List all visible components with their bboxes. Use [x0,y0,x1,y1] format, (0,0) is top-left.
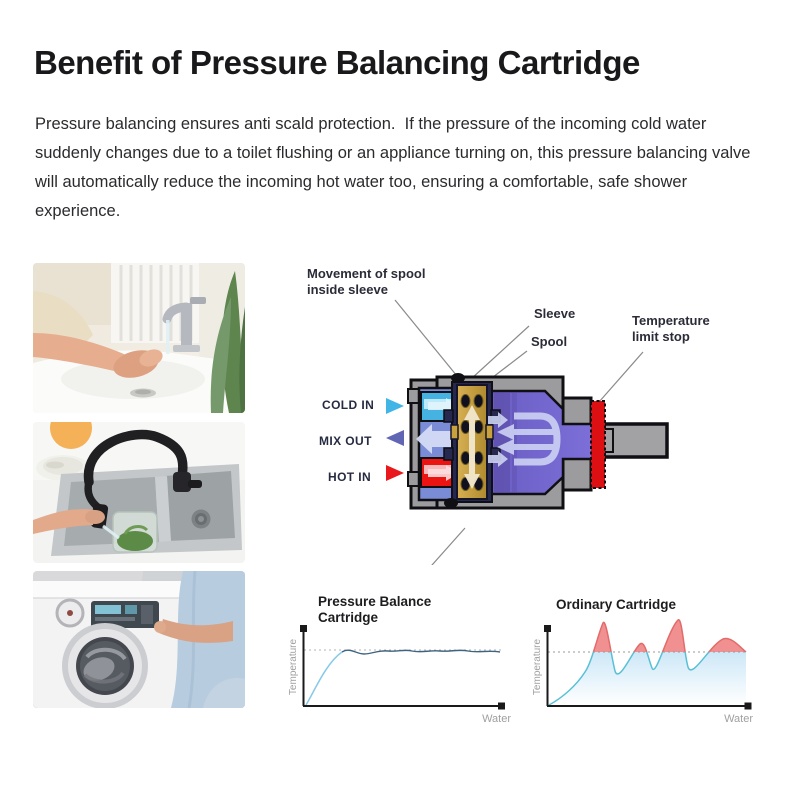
right-chart-axes [546,628,748,707]
chamber-flow-arrows [497,412,561,466]
right-chart-area [548,619,747,706]
right-chart-ylabel: Temperature [532,638,543,695]
hot-in-arrow-icon [386,465,404,481]
left-chart-title: Pressure Balance Cartridge [318,594,431,626]
spool-movement-arrows [464,405,480,489]
intro-paragraph: Pressure balancing ensures anti scald pr… [35,115,756,220]
left-chart-area [306,650,500,705]
left-chart-title-line1: Pressure Balance [318,594,432,609]
callout-temp-line1: Temperature [632,313,710,328]
pressure-balance-chart: Temperature Water [288,625,511,725]
bottom-reference-dot [444,498,458,508]
callout-spool: Spool [531,334,568,349]
callout-sleeve: Sleeve [534,306,576,321]
ordinary-cartridge-chart: Temperature Water [532,619,753,725]
left-chart-xlabel: Water [482,713,511,725]
mix-out-flow-arrow [416,424,459,454]
label-mix-out: MIX OUT [319,434,372,448]
photo-kitchen-faucet-art [33,422,245,563]
photo-washing-machine [33,571,245,708]
cartridge-diagram [386,299,669,565]
photo-hand-washing [33,263,245,413]
left-chart-title-line2: Cartridge [318,610,379,625]
left-chart-ylabel: Temperature [288,638,299,695]
mix-out-arrow-icon [386,430,404,446]
photo-washing-machine-art [33,571,245,708]
callout-temp-line2: limit stop [632,329,690,344]
photo-kitchen-faucet [33,422,245,563]
right-chart-xlabel: Water [724,713,753,725]
callout-movement-line1: Movement of spool [307,266,426,281]
callout-movement-of-spool: Movement of spool inside sleeve [307,266,425,298]
top-reference-dot [451,373,465,383]
callout-movement-line2: inside sleeve [307,282,388,297]
left-chart-curve [341,649,501,655]
spool-part [450,384,508,500]
page-title: Benefit of Pressure Balancing Cartridge [34,44,640,81]
callout-temperature-limit-stop: Temperature limit stop [632,313,710,345]
right-chart-title: Ordinary Cartridge [556,597,677,612]
cold-in-arrow-icon [386,398,404,414]
label-hot-in: HOT IN [328,470,372,484]
temperature-limit-stop-band [590,400,606,489]
photo-hand-washing-art [33,263,245,413]
left-chart-axes [302,628,501,707]
label-cold-in: COLD IN [322,398,375,412]
